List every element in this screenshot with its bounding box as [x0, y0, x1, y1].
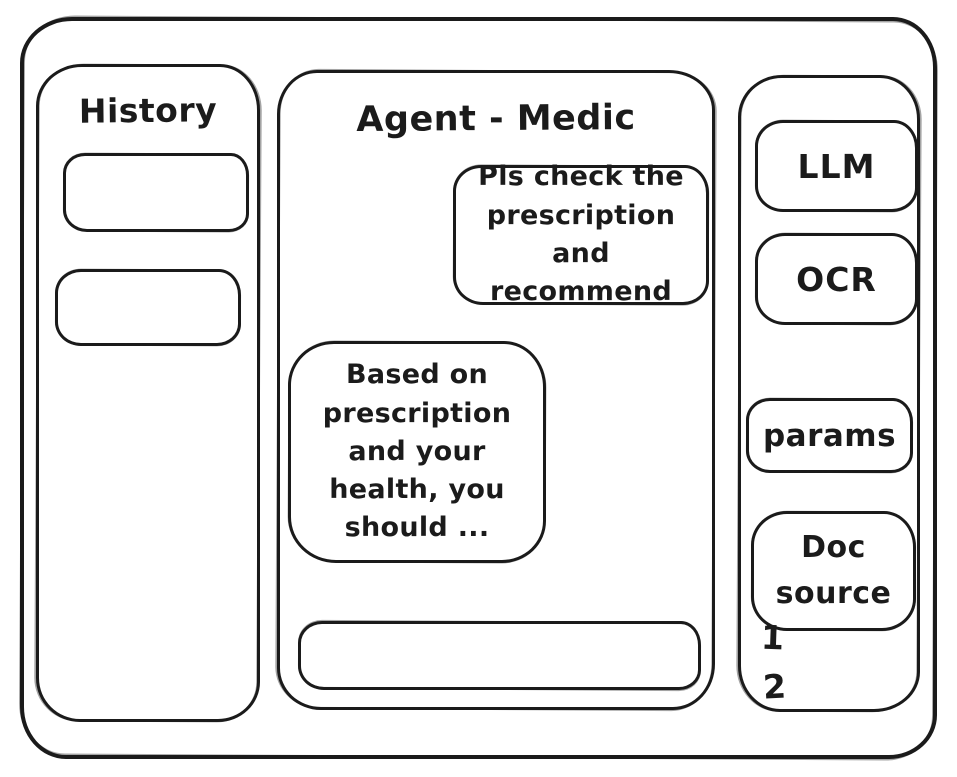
- doc-source-button[interactable]: Doc source: [751, 511, 916, 631]
- params-button[interactable]: params: [746, 398, 913, 473]
- doc-source-item-1[interactable]: 1: [760, 617, 785, 658]
- user-message-text: Pls check the prescription and recommend: [478, 161, 684, 308]
- chat-panel: Agent - Medic Pls check the prescription…: [277, 70, 715, 710]
- tools-panel: LLM OCR params Doc source 1 2: [738, 75, 920, 712]
- message-input[interactable]: [301, 624, 698, 687]
- ocr-button[interactable]: OCR: [755, 233, 918, 325]
- history-item[interactable]: [63, 153, 249, 232]
- doc-source-item-2[interactable]: 2: [761, 666, 787, 707]
- history-panel: History: [36, 64, 260, 722]
- user-message-bubble: Pls check the prescription and recommend: [453, 161, 709, 307]
- history-item[interactable]: [55, 269, 241, 346]
- history-panel-title: History: [78, 90, 218, 131]
- chat-panel-title: Agent - Medic: [356, 98, 636, 140]
- llm-button[interactable]: LLM: [755, 120, 918, 212]
- message-input-bar[interactable]: [298, 621, 701, 690]
- agent-message-bubble: Based on prescription and your health, y…: [288, 341, 546, 563]
- agent-message-text: Based on prescription and your health, y…: [322, 359, 512, 544]
